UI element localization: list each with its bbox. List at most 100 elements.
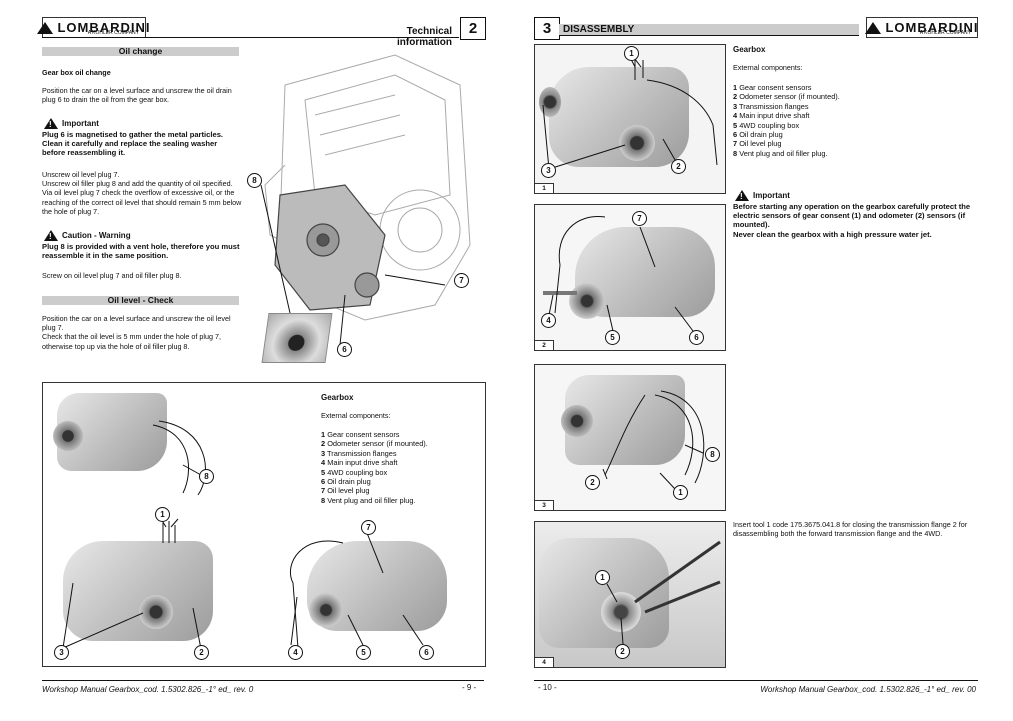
list-item: 1 Gear consent sensors bbox=[321, 430, 400, 439]
list-item: 6 Oil drain plug bbox=[733, 130, 783, 140]
callout-4: 4 bbox=[541, 313, 556, 328]
flange-icon bbox=[309, 593, 343, 627]
engine-illustration: 8 7 6 bbox=[245, 45, 480, 380]
flange-icon bbox=[569, 283, 605, 319]
important-heading-right: ! Important bbox=[735, 190, 790, 201]
oil-change-text: Position the car on a level surface and … bbox=[42, 86, 232, 105]
footer-rule-left bbox=[42, 680, 484, 681]
figure-1: 1 3 2 1 bbox=[534, 44, 726, 194]
gearbox-title-right: Gearbox bbox=[733, 45, 766, 54]
gearbox-photo-bottom-left bbox=[63, 541, 213, 641]
callout-6: 6 bbox=[337, 342, 352, 357]
figure-1-leaders bbox=[542, 58, 718, 170]
brand-logo-right: LOMBARDINI A KOHLER COMPANY bbox=[865, 17, 979, 38]
callout-3: 3 bbox=[541, 163, 556, 178]
important-text-left: Plug 6 is magnetised to gather the metal… bbox=[42, 130, 224, 157]
callout-7: 7 bbox=[361, 520, 376, 535]
warning-icon: ! bbox=[44, 230, 58, 241]
section-number-left: 2 bbox=[460, 17, 486, 40]
callout-3: 3 bbox=[54, 645, 69, 660]
engine-drawing bbox=[260, 54, 471, 346]
oil-change-bar: Oil change bbox=[42, 47, 239, 56]
figure-label: 1 bbox=[534, 183, 554, 194]
callout-1: 1 bbox=[595, 570, 610, 585]
callout-2: 2 bbox=[585, 475, 600, 490]
callout-8: 8 bbox=[705, 447, 720, 462]
list-item: 6 Oil drain plug bbox=[321, 477, 371, 487]
gearbox-box-title: Gearbox bbox=[321, 393, 354, 402]
list-item: 4 Main input drive shaft bbox=[733, 111, 810, 121]
never-text: Never clean the gearbox with a high pres… bbox=[733, 230, 932, 239]
unscrew-block: Unscrew oil level plug 7. Unscrew oil fi… bbox=[42, 170, 242, 216]
flange-icon bbox=[601, 592, 641, 632]
screw-text: Screw on oil level plug 7 and oil filler… bbox=[42, 271, 182, 280]
callout-8: 8 bbox=[247, 173, 262, 188]
footer-manual-left: Workshop Manual Gearbox_cod. 1.5302.826_… bbox=[42, 685, 254, 694]
shaft-icon bbox=[543, 291, 577, 295]
list-item: 8 Vent plug and oil filler plug. bbox=[733, 148, 828, 158]
list-item: 5 4WD coupling box bbox=[321, 467, 388, 477]
gearbox-list-right: 1 Gear consent sensors 2 Odometer sensor… bbox=[733, 83, 913, 158]
flange-icon bbox=[53, 421, 83, 451]
list-item: 3 Transmission flanges bbox=[733, 101, 809, 111]
disassembly-bar: DISASSEMBLY bbox=[559, 24, 859, 36]
header-title-left: Technical information bbox=[397, 26, 452, 48]
figure-4: 1 2 4 bbox=[534, 521, 726, 668]
list-item: 5 4WD coupling box bbox=[733, 120, 800, 130]
warning-icon: ! bbox=[44, 118, 58, 129]
flange-icon bbox=[539, 87, 561, 117]
list-item: 7 Oil level plug bbox=[733, 139, 782, 149]
oil-change-heading: Gear box oil change bbox=[42, 68, 111, 77]
callout-2: 2 bbox=[615, 644, 630, 659]
list-item: 4 Main input drive shaft bbox=[321, 458, 398, 468]
figure-label: 4 bbox=[534, 657, 554, 668]
flange-icon bbox=[561, 405, 593, 437]
footer-manual-right: Workshop Manual Gearbox_cod. 1.5302.826_… bbox=[760, 685, 976, 694]
list-item: 2 Odometer sensor (if mounted). bbox=[733, 92, 840, 102]
brand-name: LOMBARDINI bbox=[885, 20, 979, 35]
figure-4-leaders bbox=[606, 540, 721, 645]
important-heading-left: ! Important bbox=[44, 118, 99, 129]
gearbox-box-subtitle: External components: bbox=[321, 411, 391, 420]
footer-page-left: - 9 - bbox=[462, 683, 477, 692]
callout-2: 2 bbox=[194, 645, 209, 660]
footer-page-right: - 10 - bbox=[538, 683, 557, 692]
figure-3: 8 2 1 3 bbox=[534, 364, 726, 511]
gearbox-leader-lines bbox=[62, 420, 424, 650]
important-text-right: Before starting any operation on the gea… bbox=[733, 202, 971, 229]
callout-6: 6 bbox=[419, 645, 434, 660]
callout-7: 7 bbox=[632, 211, 647, 226]
gearbox-subtitle-right: External components: bbox=[733, 63, 803, 72]
gearbox-box-list: 1 Gear consent sensors 2 Odometer sensor… bbox=[321, 430, 481, 505]
flange-icon bbox=[139, 595, 173, 629]
callout-5: 5 bbox=[356, 645, 371, 660]
oil-level-block: Position the car on a level surface and … bbox=[42, 314, 231, 351]
lombardini-logo-icon bbox=[37, 21, 54, 34]
caution-heading: ! Caution - Warning bbox=[44, 230, 131, 241]
callout-7: 7 bbox=[454, 273, 469, 288]
header-title-right: DISASSEMBLY bbox=[563, 24, 635, 35]
figure-2-leaders bbox=[548, 216, 694, 332]
header-rule-left bbox=[42, 37, 459, 38]
callout-5: 5 bbox=[605, 330, 620, 345]
list-item: 8 Vent plug and oil filler plug. bbox=[321, 495, 416, 505]
figure-3-leaders bbox=[602, 390, 705, 490]
callout-6: 6 bbox=[689, 330, 704, 345]
list-item: 3 Transmission flanges bbox=[321, 448, 397, 458]
list-item: 1 Gear consent sensors bbox=[733, 83, 812, 92]
brand-sub: A KOHLER COMPANY bbox=[919, 30, 971, 36]
brand-name: LOMBARDINI bbox=[57, 20, 151, 35]
figure-label: 2 bbox=[534, 340, 554, 351]
callout-2: 2 bbox=[671, 159, 686, 174]
figure-2: 7 4 5 6 2 bbox=[534, 204, 726, 351]
caution-text: Plug 8 is provided with a vent hole, the… bbox=[42, 242, 240, 260]
callout-1: 1 bbox=[673, 485, 688, 500]
brand-logo-left: LOMBARDINI A KOHLER COMPANY bbox=[37, 17, 150, 38]
list-item: 7 Oil level plug bbox=[321, 486, 370, 496]
figure-label: 3 bbox=[534, 500, 554, 511]
gearbox-components-box: Gearbox External components: 1 Gear cons… bbox=[42, 382, 486, 667]
callout-1: 1 bbox=[624, 46, 639, 61]
lombardini-logo-icon bbox=[865, 21, 882, 34]
warning-icon: ! bbox=[735, 190, 749, 201]
list-item: 2 Odometer sensor (if mounted). bbox=[321, 439, 428, 449]
